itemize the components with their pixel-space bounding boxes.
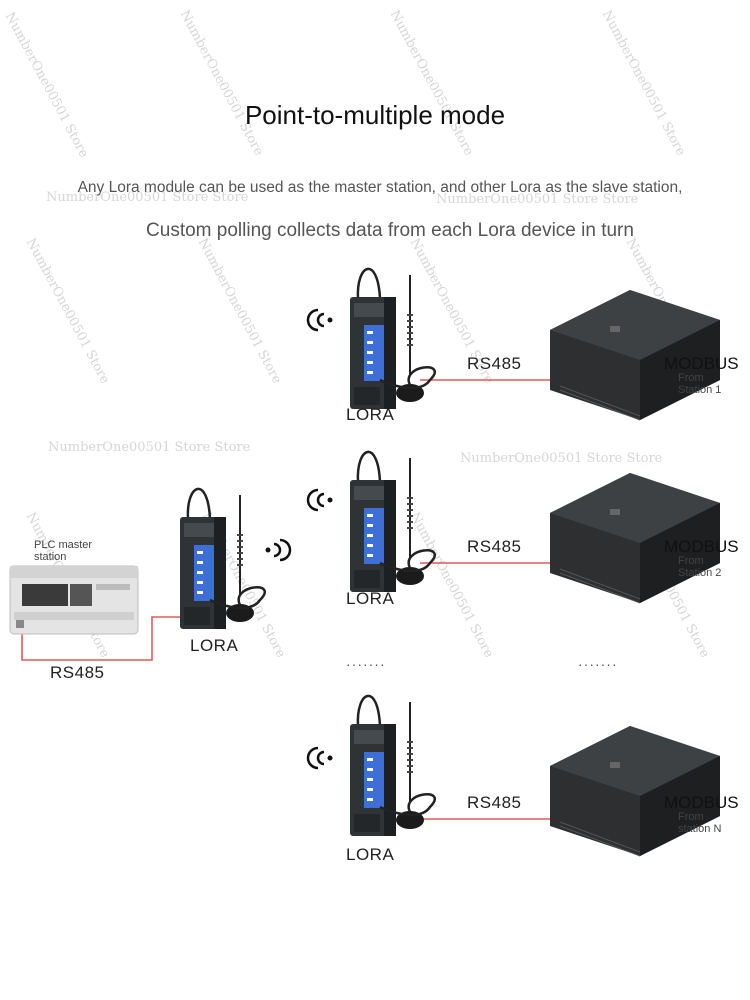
ellipsis: ·······	[578, 656, 618, 672]
rs485-label: RS485	[467, 354, 522, 373]
wireless-signal-icon	[264, 538, 292, 562]
wireless-signal-icon	[306, 488, 334, 512]
subtitle-line-2: Custom polling collects data from each L…	[146, 220, 634, 241]
lora-module-master	[178, 487, 267, 631]
lora-label-master: LORA	[190, 636, 239, 655]
watermark: NumberOne00501 Store Store	[436, 192, 639, 207]
lora-label: LORA	[346, 845, 395, 864]
lora-module-slave-2	[348, 450, 437, 594]
modbus-label: MODBUS	[664, 793, 739, 812]
lora-label: LORA	[346, 405, 395, 424]
rs485-label: RS485	[467, 793, 522, 812]
rs485-label: RS485	[467, 537, 522, 556]
station-label: From Station 1	[678, 372, 722, 396]
station-label: From Station 2	[678, 555, 722, 579]
watermark: NumberOne00501 Store Store	[460, 451, 663, 466]
watermark: NumberOne00501 Store Store	[48, 440, 251, 455]
lora-module-slave-n	[348, 694, 437, 838]
station-label: From station N	[678, 811, 722, 835]
rs485-link-master	[21, 616, 180, 661]
wireless-signal-icon	[306, 308, 334, 332]
modbus-label: MODBUS	[664, 537, 739, 556]
slave-plc-n	[549, 725, 721, 857]
ellipsis: ·······	[346, 656, 386, 672]
rs485-label-master: RS485	[50, 663, 105, 682]
modbus-label: MODBUS	[664, 354, 739, 373]
lora-label: LORA	[346, 589, 395, 608]
lora-module-slave-1	[348, 267, 437, 411]
wireless-signal-icon	[306, 746, 334, 770]
master-plc	[9, 565, 139, 635]
page-title: Point-to-multiple mode	[244, 100, 506, 130]
watermark: NumberOne00501 Store Store	[46, 190, 249, 205]
plc-master-label: PLC master station	[34, 539, 93, 563]
subtitle-line-1: Any Lora module can be used as the maste…	[77, 179, 683, 196]
